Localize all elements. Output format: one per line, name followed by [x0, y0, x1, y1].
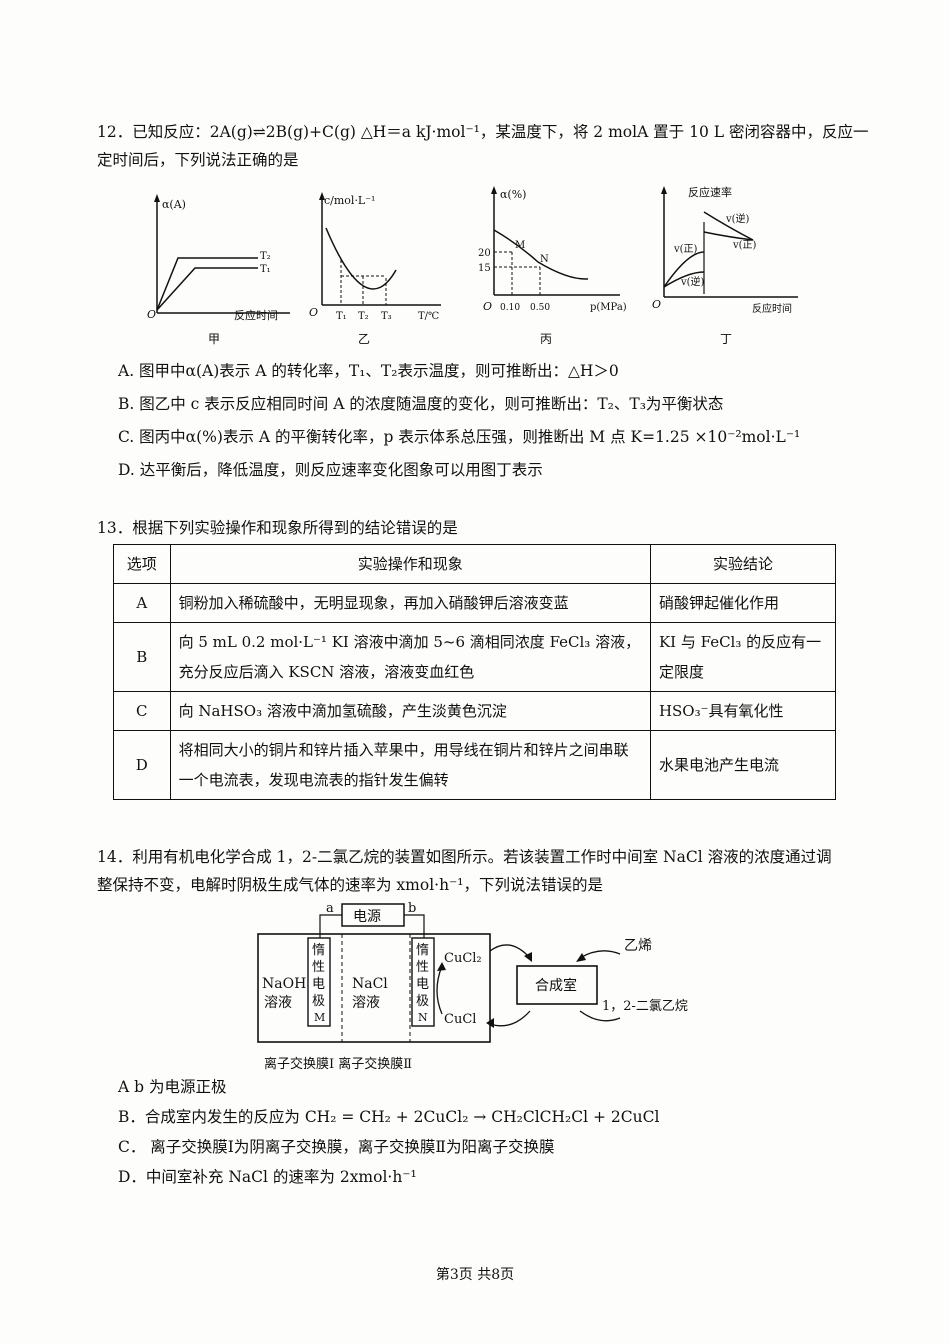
ding-label1: v(正)	[673, 244, 698, 255]
bing-y20: 20	[478, 248, 491, 259]
row-conclusion: 水果电池产生电流	[649, 730, 837, 800]
q12-option-a: A. 图甲中α(A)表示 A 的转化率，T₁、T₂表示温度，则可推断出：△H＞0	[118, 362, 619, 380]
row-option: C	[113, 691, 171, 731]
row-option: A	[113, 583, 171, 623]
jia-xlabel: 反应时间	[234, 308, 278, 322]
q12-stem: 12．已知反应：2A(g)⇌2B(g)+C(g) △H＝a kJ·mol⁻¹，某…	[97, 118, 869, 174]
table-header-row: 选项 实验操作和现象 实验结论	[113, 544, 837, 584]
row-operation: 向 5 mL 0.2 mol·L⁻¹ KI 溶液中滴加 5~6 滴相同浓度 Fe…	[169, 622, 651, 692]
bing-xlabel: p(MPa)	[590, 302, 627, 313]
row-conclusion: 硝酸钾起催化作用	[649, 583, 837, 623]
table-row: D 将相同大小的铜片和锌片插入苹果中，用导线在铜片和锌片之间串联一个电流表，发现…	[113, 730, 837, 800]
jia-curve1: T₂	[260, 251, 271, 262]
q14-option-c: C． 离子交换膜Ⅰ为阴离子交换膜，离子交换膜Ⅱ为阳离子交换膜	[118, 1138, 555, 1156]
header-conclusion: 实验结论	[649, 544, 837, 584]
q12-stem-line1: 12．已知反应：2A(g)⇌2B(g)+C(g) △H＝a kJ·mol⁻¹，某…	[97, 123, 869, 141]
q14-stem-line1: 14．利用有机电化学合成 1，2-二氯乙烷的装置如图所示。若该装置工作时中间室 …	[97, 848, 832, 866]
jia-ylabel: α(A)	[162, 198, 186, 211]
ding-origin: O	[652, 298, 661, 311]
header-operation: 实验操作和现象	[169, 544, 651, 584]
q12-option-c: C. 图丙中α(%)表示 A 的平衡转化率，p 表示体系总压强，则推断出 M 点…	[118, 428, 801, 446]
q14-stem: 14．利用有机电化学合成 1，2-二氯乙烷的装置如图所示。若该装置工作时中间室 …	[97, 843, 857, 899]
row-operation: 铜粉加入稀硫酸中，无明显现象，再加入硝酸钾后溶液变蓝	[169, 583, 651, 623]
electrode-m	[307, 937, 331, 1027]
yi-xlabel: T/℃	[418, 311, 439, 322]
terminal-b: b	[408, 901, 416, 916]
q14-stem-line2: 整保持不变，电解时阴极生成气体的速率为 xmol·h⁻¹，下列说法错误的是	[97, 876, 603, 894]
row-conclusion: KI 与 FeCl₃ 的反应有一定限度	[649, 622, 837, 692]
yi-t1: T₁	[336, 311, 347, 322]
jia-curve2: T₁	[260, 264, 271, 275]
graph-bing: α(%) 20 15 M N O 0.10 0.50 p(MPa) 丙	[478, 186, 627, 346]
yi-caption: 乙	[358, 332, 370, 346]
ding-caption: 丁	[720, 332, 732, 346]
ding-ylabel: 反应速率	[688, 185, 732, 199]
yi-origin: O	[309, 306, 318, 319]
bing-ylabel: α(%)	[500, 188, 526, 201]
graph-yi: c/mol·L⁻¹ O T₁ T₂ T₃ T/℃ 乙	[309, 192, 441, 346]
q12-option-d: D. 达平衡后，降低温度，则反应速率变化图象可以用图丁表示	[118, 461, 543, 479]
q14-option-b: B．合成室内发生的反应为 CH₂ = CH₂ + 2CuCl₂ → CH₂ClC…	[118, 1108, 660, 1126]
product-label: 1，2-二氯乙烷	[602, 999, 688, 1014]
bing-origin: O	[483, 300, 492, 313]
row-option: D	[113, 730, 171, 800]
bing-y15: 15	[478, 263, 491, 274]
bing-x2: 0.50	[530, 303, 550, 313]
electrode-n	[411, 937, 435, 1027]
q12-stem-line2: 定时间后，下列说法正确的是	[97, 151, 299, 169]
q13-table: 选项 实验操作和现象 实验结论 A 铜粉加入稀硫酸中，无明显现象，再加入硝酸钾后…	[113, 544, 837, 800]
table-row: A 铜粉加入稀硫酸中，无明显现象，再加入硝酸钾后溶液变蓝 硝酸钾起催化作用	[113, 583, 837, 623]
bing-point-m: M	[515, 240, 525, 251]
cucl-label: CuCl	[444, 1012, 476, 1027]
ding-label2: v(逆)	[680, 275, 705, 288]
q13-stem: 13．根据下列实验操作和现象所得到的结论错误的是	[97, 519, 458, 537]
table-row: B 向 5 mL 0.2 mol·L⁻¹ KI 溶液中滴加 5~6 滴相同浓度 …	[113, 622, 837, 692]
graph-jia: α(A) T₂ T₁ O 反应时间 甲	[147, 194, 290, 346]
synth-label: 合成室	[535, 977, 577, 994]
power-label: 电源	[353, 909, 381, 925]
row-conclusion: HSO₃⁻具有氧化性	[649, 691, 837, 731]
cucl2-label: CuCl₂	[444, 951, 482, 966]
table-row: C 向 NaHSO₃ 溶液中滴加氢硫酸，产生淡黄色沉淀 HSO₃⁻具有氧化性	[113, 691, 837, 731]
q12-option-b: B. 图乙中 c 表示反应相同时间 A 的浓度随温度的变化，则可推断出：T₂、T…	[118, 395, 724, 413]
yi-t2: T₂	[358, 311, 369, 322]
cell-box	[257, 933, 491, 1043]
page-footer: 第3页 共8页	[435, 1267, 515, 1283]
q14-option-a: A b 为电源正极	[118, 1078, 227, 1096]
yi-t3: T₃	[381, 311, 392, 322]
bing-x1: 0.10	[500, 303, 520, 313]
row-option: B	[113, 622, 171, 692]
bing-caption: 丙	[540, 332, 552, 346]
membrane-labels: 离子交换膜Ⅰ 离子交换膜Ⅱ	[264, 1056, 412, 1072]
row-operation: 将相同大小的铜片和锌片插入苹果中，用导线在铜片和锌片之间串联一个电流表，发现电流…	[169, 730, 651, 800]
header-option: 选项	[113, 544, 171, 584]
synthesis-chamber	[516, 965, 598, 1005]
jia-caption: 甲	[208, 332, 220, 346]
bing-point-n: N	[540, 254, 549, 265]
graph-ding: 反应速率 v(正) v(逆) v(逆) v(正) O 反应时间 丁	[652, 185, 798, 346]
ethylene-label: 乙烯	[624, 938, 652, 954]
row-operation: 向 NaHSO₃ 溶液中滴加氢硫酸，产生淡黄色沉淀	[169, 691, 651, 731]
terminal-a: a	[326, 901, 334, 916]
jia-origin: O	[147, 308, 156, 321]
ding-xlabel: 反应时间	[752, 302, 792, 315]
ding-label4: v(正)	[732, 240, 757, 251]
ding-label3: v(逆)	[725, 212, 750, 225]
yi-ylabel: c/mol·L⁻¹	[324, 194, 375, 207]
q14-option-d: D．中间室补充 NaCl 的速率为 2xmol·h⁻¹	[118, 1168, 417, 1186]
